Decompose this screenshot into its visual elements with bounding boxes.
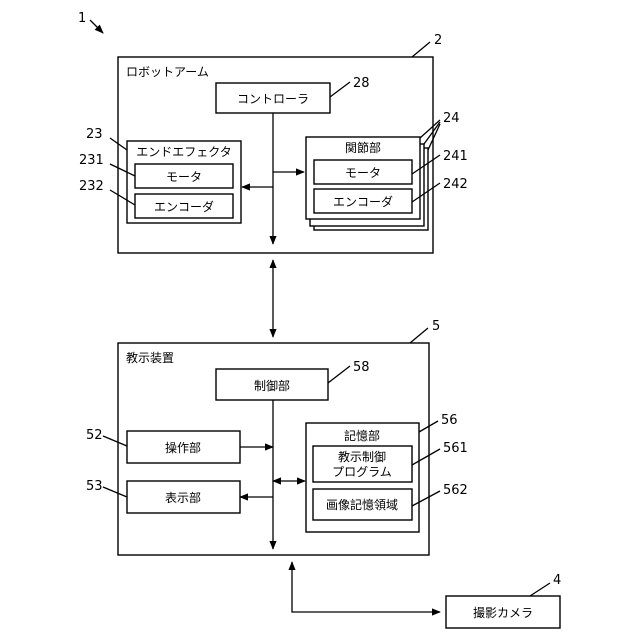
ref-ee-encoder: 232 <box>79 179 104 194</box>
ref-ee: 23 <box>86 127 103 142</box>
device-camera-link <box>292 562 440 612</box>
end-effector-title: エンドエフェクタ <box>136 145 232 159</box>
ref-storage: 56 <box>441 413 458 428</box>
ref-program: 561 <box>443 441 468 456</box>
ref-joint-motor: 241 <box>443 149 468 164</box>
ref-ee-motor: 231 <box>79 153 104 168</box>
ee-motor-label: モータ <box>166 170 202 184</box>
ref-image-area: 562 <box>443 483 468 498</box>
joint-encoder-label: エンコーダ <box>333 194 393 209</box>
ref-joint-encoder: 242 <box>443 177 468 192</box>
storage-unit-title: 記憶部 <box>344 428 380 443</box>
ref-system: 1 <box>78 11 86 26</box>
display-unit-label: 表示部 <box>165 490 201 505</box>
ref-device-leader <box>410 328 428 343</box>
ref-robot-arm-leader <box>412 42 430 57</box>
camera-label: 撮影カメラ <box>473 606 533 620</box>
ref-robot-arm: 2 <box>434 33 442 48</box>
ref-device: 5 <box>432 319 440 334</box>
controller-label: コントローラ <box>237 92 309 106</box>
joint-title: 関節部 <box>345 140 381 155</box>
ref-joint: 24 <box>443 111 460 126</box>
ref-control: 58 <box>353 360 370 375</box>
operation-unit-label: 操作部 <box>165 440 201 455</box>
ref-controller: 28 <box>353 76 370 91</box>
ref-camera-leader <box>530 583 550 596</box>
ref-operation: 52 <box>86 428 103 443</box>
program-label-line1: 教示制御 <box>338 449 386 464</box>
ee-encoder-label: エンコーダ <box>154 199 214 214</box>
image-area-label: 画像記憶領域 <box>326 497 398 512</box>
control-unit-label: 制御部 <box>254 378 290 393</box>
program-label-line2: プログラム <box>332 465 392 479</box>
ref-system-arrow <box>90 20 103 33</box>
robot-arm-title: ロボットアーム <box>126 65 209 79</box>
ref-camera: 4 <box>553 573 561 588</box>
teaching-device-title: 教示装置 <box>126 350 174 365</box>
joint-motor-label: モータ <box>345 166 381 180</box>
ref-display: 53 <box>86 479 103 494</box>
